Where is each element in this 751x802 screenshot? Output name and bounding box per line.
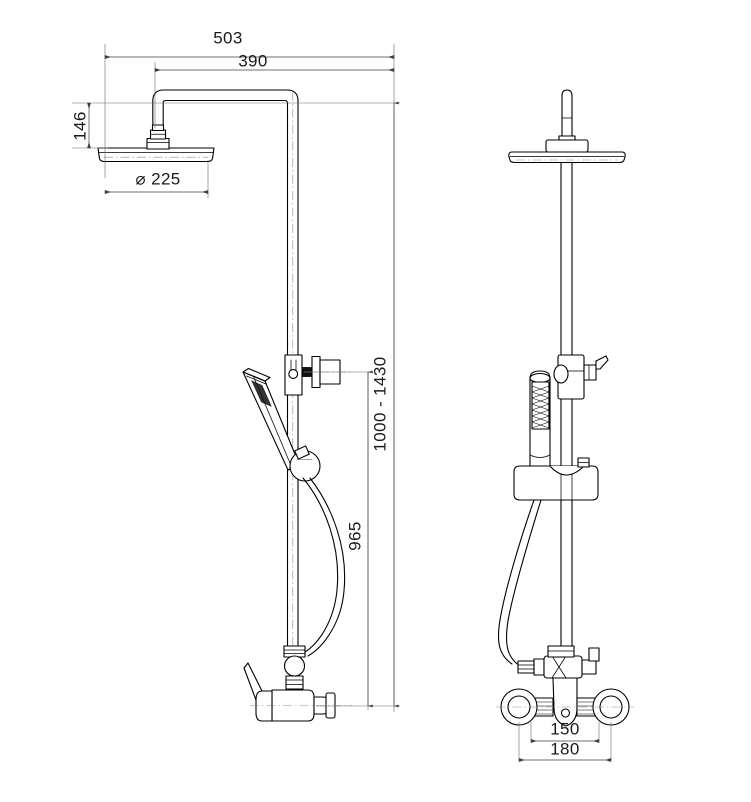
dimension-head-diameter: ⌀ 225 xyxy=(104,169,209,194)
side-head-swivel-joint xyxy=(146,124,170,150)
side-mixer-body xyxy=(243,662,352,722)
front-handshower-grip-texture xyxy=(531,381,550,430)
dimension-inlet-centers: 150 xyxy=(530,719,600,743)
dimension-arm-reach: 390 xyxy=(154,51,395,72)
dimension-annotations-side: 503 390 146 ⌀ 225 1000 - 1430 965 xyxy=(70,28,400,712)
dimension-value-mixer-body-width: 180 xyxy=(550,739,580,758)
dimension-head-height-offset: 146 xyxy=(70,102,91,149)
dimension-value-inlet-centers: 150 xyxy=(550,719,580,738)
front-riser-pipe xyxy=(560,145,573,677)
front-view xyxy=(496,89,634,727)
dimension-overall-reach: 503 xyxy=(104,28,395,59)
side-diverter-block xyxy=(284,354,352,396)
side-slider-bracket xyxy=(289,445,321,482)
side-shower-head xyxy=(97,147,215,163)
front-flexible-hose xyxy=(497,499,542,667)
side-riser-pipe xyxy=(286,92,299,652)
front-hose-nut xyxy=(517,658,545,676)
dimension-value-head-height-offset: 146 xyxy=(70,111,89,141)
dimension-mixer-to-slider: 965 xyxy=(345,370,373,708)
dimension-annotations-front: 150 180 xyxy=(518,719,612,762)
dimension-mixer-body-width: 180 xyxy=(518,739,612,762)
side-shower-arm xyxy=(152,89,299,357)
dimension-value-overall-reach: 503 xyxy=(213,28,243,47)
dimension-value-arm-reach: 390 xyxy=(238,51,268,70)
front-slider-bracket xyxy=(513,457,599,501)
front-shower-head xyxy=(508,139,626,164)
side-flexible-hose xyxy=(302,477,346,657)
dimension-riser-adjust-range: 1000 - 1430 xyxy=(370,101,399,708)
dimension-value-riser-adjust-range: 1000 - 1430 xyxy=(370,356,389,451)
dimension-value-mixer-to-slider: 965 xyxy=(345,521,364,551)
front-arm-stub xyxy=(558,89,576,145)
side-view xyxy=(97,89,352,722)
front-diverter-block xyxy=(553,354,609,400)
front-handshower xyxy=(529,370,551,467)
dimension-value-head-diameter: ⌀ 225 xyxy=(135,169,180,188)
side-lower-connector xyxy=(283,645,306,690)
front-mixer-diverter xyxy=(543,645,600,679)
